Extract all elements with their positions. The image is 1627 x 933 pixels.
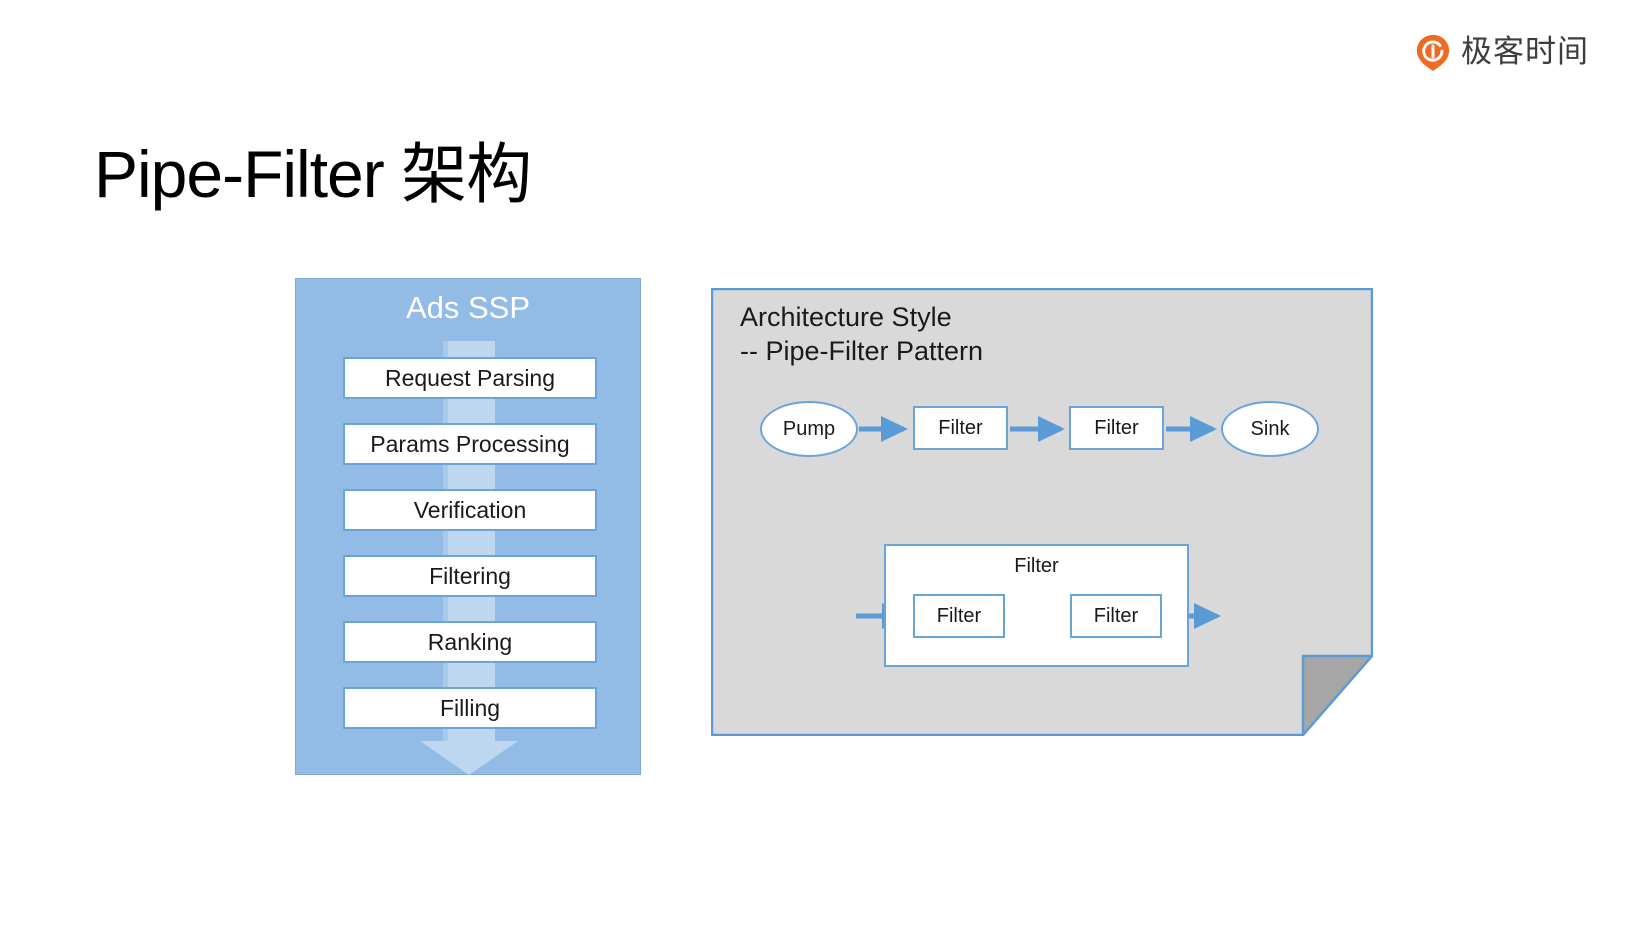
architecture-heading: Architecture Style -- Pipe-Filter Patter…: [740, 301, 983, 369]
stage-verification[interactable]: Verification: [343, 489, 597, 531]
geek-time-drop-icon: [1416, 34, 1450, 71]
ads-ssp-panel: Ads SSP Request Parsing Params Processin…: [295, 278, 641, 775]
stage-request-parsing[interactable]: Request Parsing: [343, 357, 597, 399]
composite-filter-label: Filter: [1014, 555, 1059, 577]
stage-filtering[interactable]: Filtering: [343, 555, 597, 597]
node-filter-1[interactable]: Filter: [913, 406, 1008, 450]
page-title: Pipe-Filter 架构: [94, 137, 532, 212]
node-filter-2[interactable]: Filter: [1069, 406, 1164, 450]
ads-ssp-stage-list: Request Parsing Params Processing Verifi…: [343, 357, 597, 729]
architecture-heading-line1: Architecture Style: [740, 302, 952, 332]
pipe-channel: [443, 341, 495, 741]
ads-ssp-title: Ads SSP: [405, 290, 531, 325]
node-nested-filter-1[interactable]: Filter: [913, 594, 1005, 638]
pipe-arrowhead-icon: [420, 741, 518, 775]
stage-params-processing[interactable]: Params Processing: [343, 423, 597, 465]
stage-filling[interactable]: Filling: [343, 687, 597, 729]
architecture-heading-line2: -- Pipe-Filter Pattern: [740, 335, 984, 366]
brand-name: 极客时间: [1461, 33, 1589, 70]
brand-logo: 极客时间: [1414, 33, 1589, 71]
node-nested-filter-2[interactable]: Filter: [1070, 594, 1162, 638]
stage-ranking[interactable]: Ranking: [343, 621, 597, 663]
node-sink[interactable]: Sink: [1221, 401, 1319, 457]
architecture-style-panel: Architecture Style -- Pipe-Filter Patter…: [711, 288, 1373, 736]
node-pump[interactable]: Pump: [760, 401, 858, 457]
